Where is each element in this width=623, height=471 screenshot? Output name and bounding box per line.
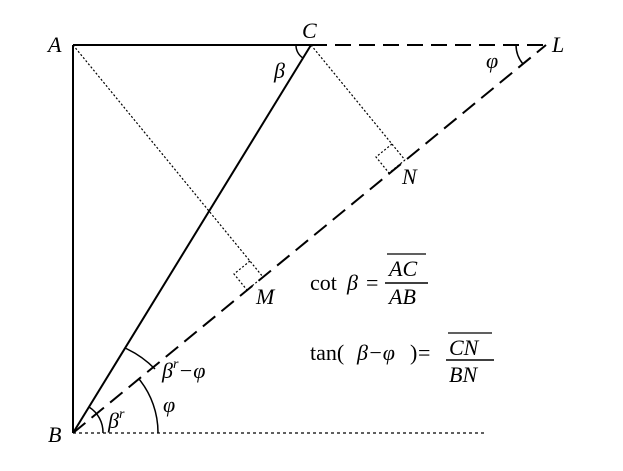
label-N: N <box>401 164 418 189</box>
label-B: B <box>48 422 61 447</box>
formula-cot-fn: cot <box>310 270 337 295</box>
segment-AM <box>72 44 264 278</box>
label-M: M <box>255 284 276 309</box>
label-C: C <box>302 18 317 43</box>
arc-beta-C <box>295 44 304 59</box>
segment-BL <box>72 44 547 434</box>
arc-phi-B <box>138 378 159 434</box>
formula-cot: cot β = AC AB <box>310 253 428 309</box>
angle-beta-r-minus-phi: βr−φ <box>161 357 205 383</box>
segment-CN <box>310 44 406 161</box>
arc-phi-L <box>515 44 524 65</box>
arc-beta-r-minus-phi <box>124 347 156 370</box>
formula-tan-var: β−φ <box>356 340 395 365</box>
label-L: L <box>551 32 564 57</box>
formula-tan-eq: = <box>418 340 430 365</box>
arc-beta-r <box>88 406 104 434</box>
angle-beta-C: β <box>273 58 285 83</box>
formula-cot-var: β <box>346 270 358 295</box>
label-A: A <box>46 32 62 57</box>
segment-BC <box>72 44 312 434</box>
angle-phi-L: φ <box>486 48 498 73</box>
formula-tan-fn: tan( <box>310 340 344 365</box>
formula-tan-num: CN <box>449 335 480 360</box>
angle-phi-B: φ <box>163 392 175 417</box>
formula-tan: tan( β−φ ) = CN BN <box>310 332 494 387</box>
formula-cot-num: AC <box>387 256 417 281</box>
formula-tan-close: ) <box>410 340 417 365</box>
formula-cot-eq: = <box>366 270 378 295</box>
formula-tan-den: BN <box>449 362 478 387</box>
right-angle-N <box>375 143 406 174</box>
formula-cot-den: AB <box>387 284 416 309</box>
angle-beta-r: βr <box>107 407 125 433</box>
